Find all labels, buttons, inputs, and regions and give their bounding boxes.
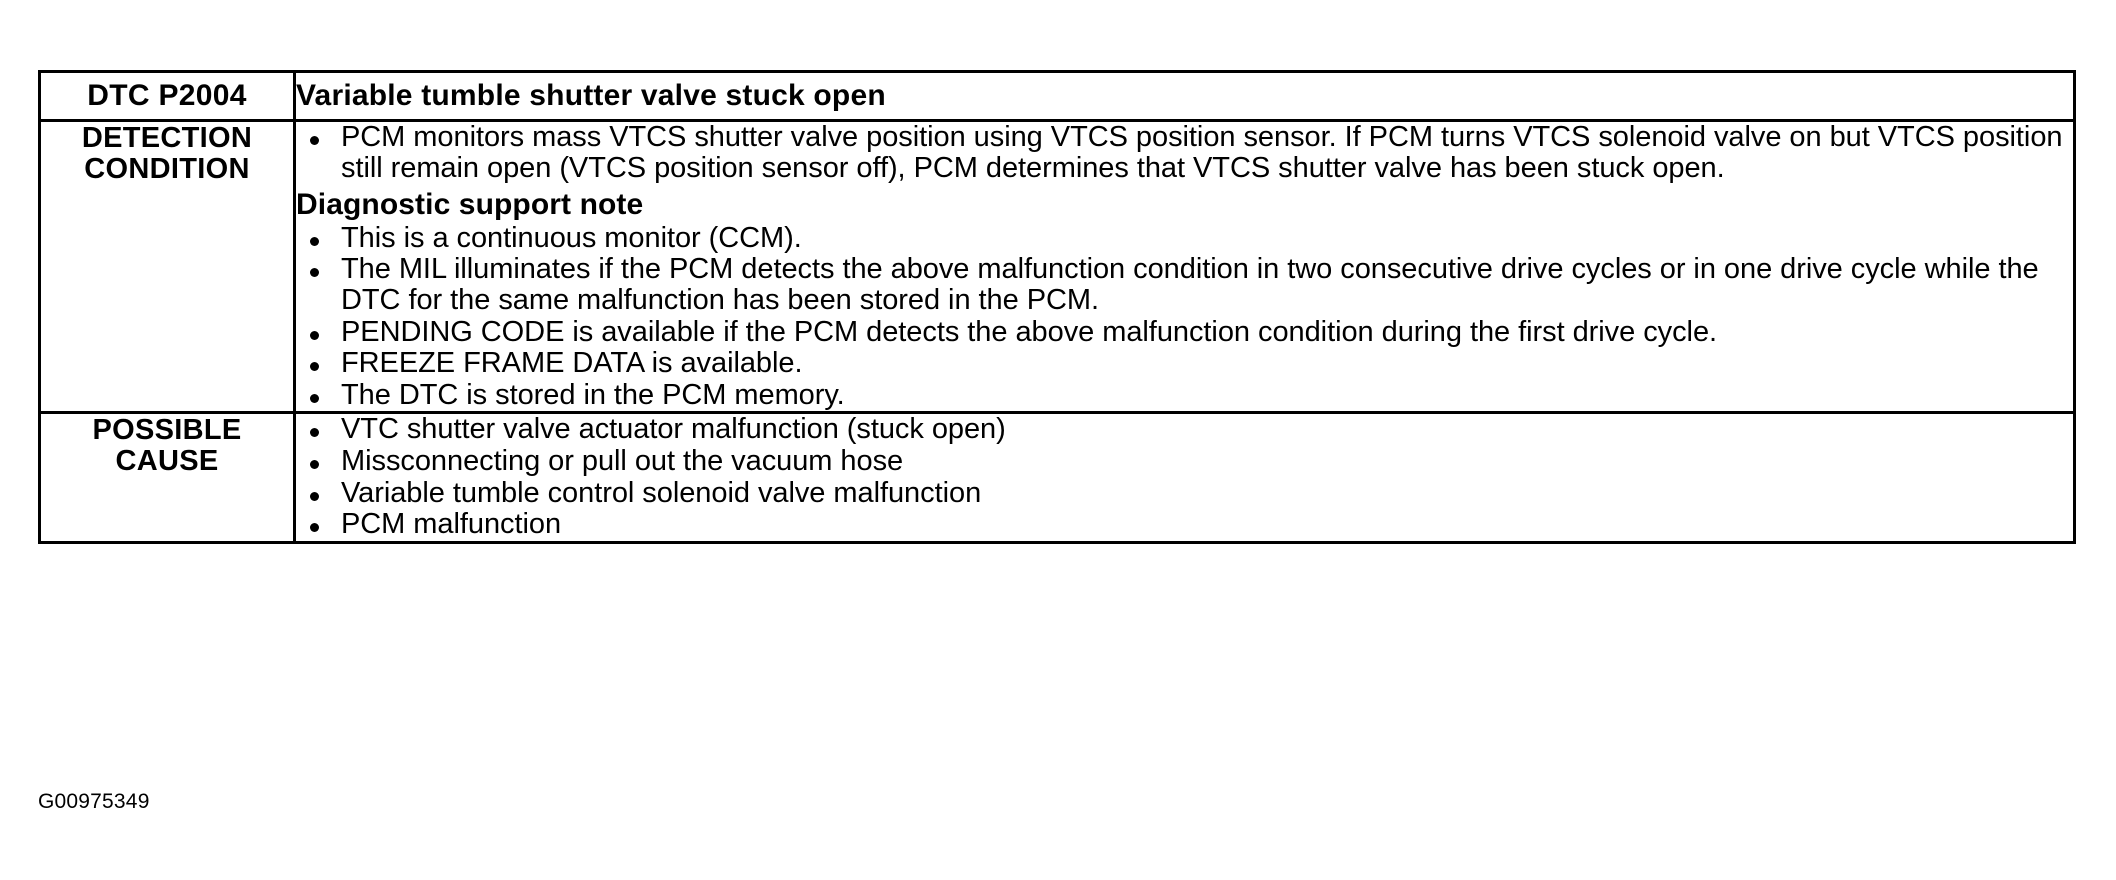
detection-condition-label-line-1: DETECTION [81, 122, 253, 154]
possible-cause-label-line-1: POSSIBLE [92, 414, 242, 447]
list-item: Missconnecting or pull out the vacuum ho… [296, 446, 2073, 477]
detection-condition-content: PCM monitors mass VTCS shutter valve pos… [293, 118, 2076, 415]
list-item: PENDING CODE is available if the PCM det… [296, 317, 2073, 348]
detection-condition-bullet-list: This is a continuous monitor (CCM). The … [296, 223, 2073, 411]
list-item: PCM monitors mass VTCS shutter valve pos… [296, 122, 2073, 183]
possible-cause-label: POSSIBLE CAUSE [38, 411, 296, 544]
table-row-header: DTC P2004 Variable tumble shutter valve … [38, 70, 2076, 122]
list-item: PCM malfunction [296, 509, 2073, 540]
table-row-possible-cause: POSSIBLE CAUSE VTC shutter valve actuato… [38, 411, 2076, 544]
possible-cause-label-line-2: CAUSE [115, 445, 219, 478]
possible-cause-content: VTC shutter valve actuator malfunction (… [293, 411, 2076, 544]
list-item: The DTC is stored in the PCM memory. [296, 380, 2073, 411]
list-item: This is a continuous monitor (CCM). [296, 223, 2073, 254]
dtc-title-cell: Variable tumble shutter valve stuck open [293, 70, 2076, 122]
detection-condition-label: DETECTION CONDITION [38, 118, 296, 415]
list-item: FREEZE FRAME DATA is available. [296, 348, 2073, 379]
dtc-code-cell: DTC P2004 [38, 70, 296, 122]
figure-id-caption: G00975349 [38, 790, 150, 813]
possible-cause-bullet-list: VTC shutter valve actuator malfunction (… [296, 414, 2073, 539]
detection-condition-label-line-2: CONDITION [84, 153, 250, 185]
detection-intro-bullet-list: PCM monitors mass VTCS shutter valve pos… [296, 122, 2073, 183]
dtc-table: DTC P2004 Variable tumble shutter valve … [38, 70, 2076, 544]
list-item: The MIL illuminates if the PCM detects t… [296, 254, 2073, 315]
list-item: VTC shutter valve actuator malfunction (… [296, 414, 2073, 445]
table-row-detection-condition: DETECTION CONDITION PCM monitors mass VT… [38, 118, 2076, 415]
diagnostic-support-note-heading: Diagnostic support note [296, 188, 644, 222]
list-item: Variable tumble control solenoid valve m… [296, 477, 2073, 509]
